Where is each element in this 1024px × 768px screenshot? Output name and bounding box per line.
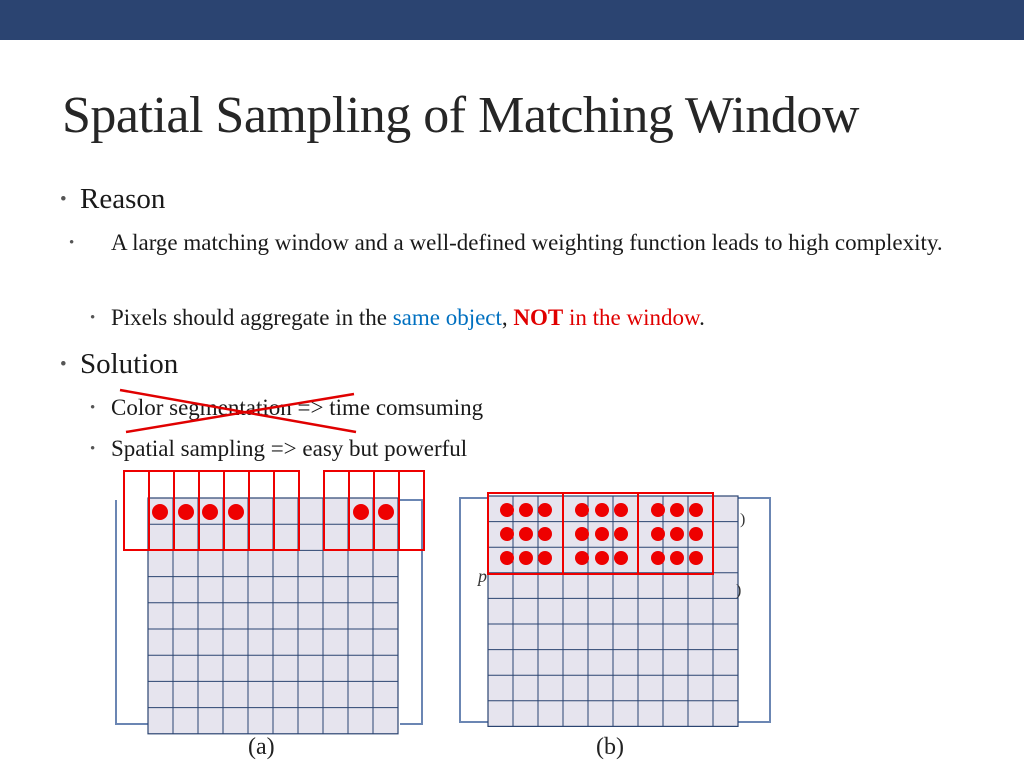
- sample-dot: [500, 503, 514, 517]
- sample-dot: [689, 503, 703, 517]
- sample-dot: [614, 503, 628, 517]
- figure-b-margin-p: p: [478, 566, 487, 586]
- slide-title: Spatial Sampling of Matching Window: [62, 87, 859, 144]
- sample-dot: [538, 527, 552, 541]
- sample-dot: [538, 503, 552, 517]
- figure-a-frame-right: [400, 499, 423, 725]
- sample-dot: [670, 503, 684, 517]
- sampling-window-box: [373, 470, 425, 551]
- sub2-same-object: same object: [392, 305, 502, 330]
- figure-b-frame-right: [738, 497, 771, 723]
- sampling-window-box: [248, 470, 300, 551]
- sample-dot: [575, 527, 589, 541]
- sampling-block-box: [637, 492, 714, 575]
- sample-dot: [595, 527, 609, 541]
- figure-b-caption: (b): [596, 734, 624, 760]
- bullet-dot: •: [60, 354, 67, 375]
- sample-dot: [538, 551, 552, 565]
- bullet-dot: •: [60, 189, 67, 210]
- figure-a-frame-left: [115, 500, 148, 725]
- sample-dot: [519, 527, 533, 541]
- sample-dot: [228, 504, 244, 520]
- bullet-dot: •: [90, 400, 96, 416]
- sub2-comma: ,: [501, 305, 508, 330]
- bullet-reason-sub1-text: A large matching window and a well-defin…: [111, 230, 943, 255]
- sample-dot: [519, 551, 533, 565]
- strikethrough-x: [119, 388, 357, 434]
- sample-dot: [689, 527, 703, 541]
- sample-dot: [519, 503, 533, 517]
- bullet-solution-sub2: • Spatial sampling => easy but powerful: [90, 432, 960, 469]
- sub2-not: NOT: [513, 305, 564, 330]
- bullet-reason-label: Reason: [80, 183, 166, 215]
- sample-dot: [575, 551, 589, 565]
- sample-dot: [202, 504, 218, 520]
- figure-b-margin-paren2: ): [736, 582, 742, 599]
- bullet-solution: • Solution: [60, 347, 178, 385]
- figure-a-caption: (a): [248, 734, 275, 760]
- sample-dot: [353, 504, 369, 520]
- sample-dot: [651, 551, 665, 565]
- sample-dot: [670, 551, 684, 565]
- sample-dot: [614, 551, 628, 565]
- top-banner: [0, 0, 1024, 40]
- sample-dot: [575, 503, 589, 517]
- sample-dot: [178, 504, 194, 520]
- sample-dot: [651, 527, 665, 541]
- sample-dot: [689, 551, 703, 565]
- bullet-dot: •: [69, 235, 75, 251]
- bullet-reason-sub2: • Pixels should aggregate in the same obj…: [90, 301, 960, 338]
- bullet-dot: •: [90, 310, 96, 326]
- sample-dot: [651, 503, 665, 517]
- sample-dot: [378, 504, 394, 520]
- sample-dot: [614, 527, 628, 541]
- sample-dot: [500, 551, 514, 565]
- sub2-prefix: Pixels should aggregate in the: [111, 305, 393, 330]
- sample-dot: [595, 503, 609, 517]
- sample-dot: [152, 504, 168, 520]
- sample-dot: [500, 527, 514, 541]
- figure-b-margin-paren1: ): [740, 511, 746, 528]
- figure-b-frame-left: [459, 497, 488, 723]
- bullet-dot: •: [90, 441, 96, 457]
- bullet-solution-label: Solution: [80, 348, 179, 380]
- sample-dot: [670, 527, 684, 541]
- bullet-reason-sub1: • A large matching window and a well-defi…: [69, 226, 981, 263]
- bullet-solution-sub2-text: Spatial sampling => easy but powerful: [111, 436, 468, 461]
- sample-dot: [595, 551, 609, 565]
- sub2-period: .: [699, 305, 705, 330]
- sub2-in-window: in the window: [569, 305, 700, 330]
- bullet-reason: • Reason: [60, 182, 165, 220]
